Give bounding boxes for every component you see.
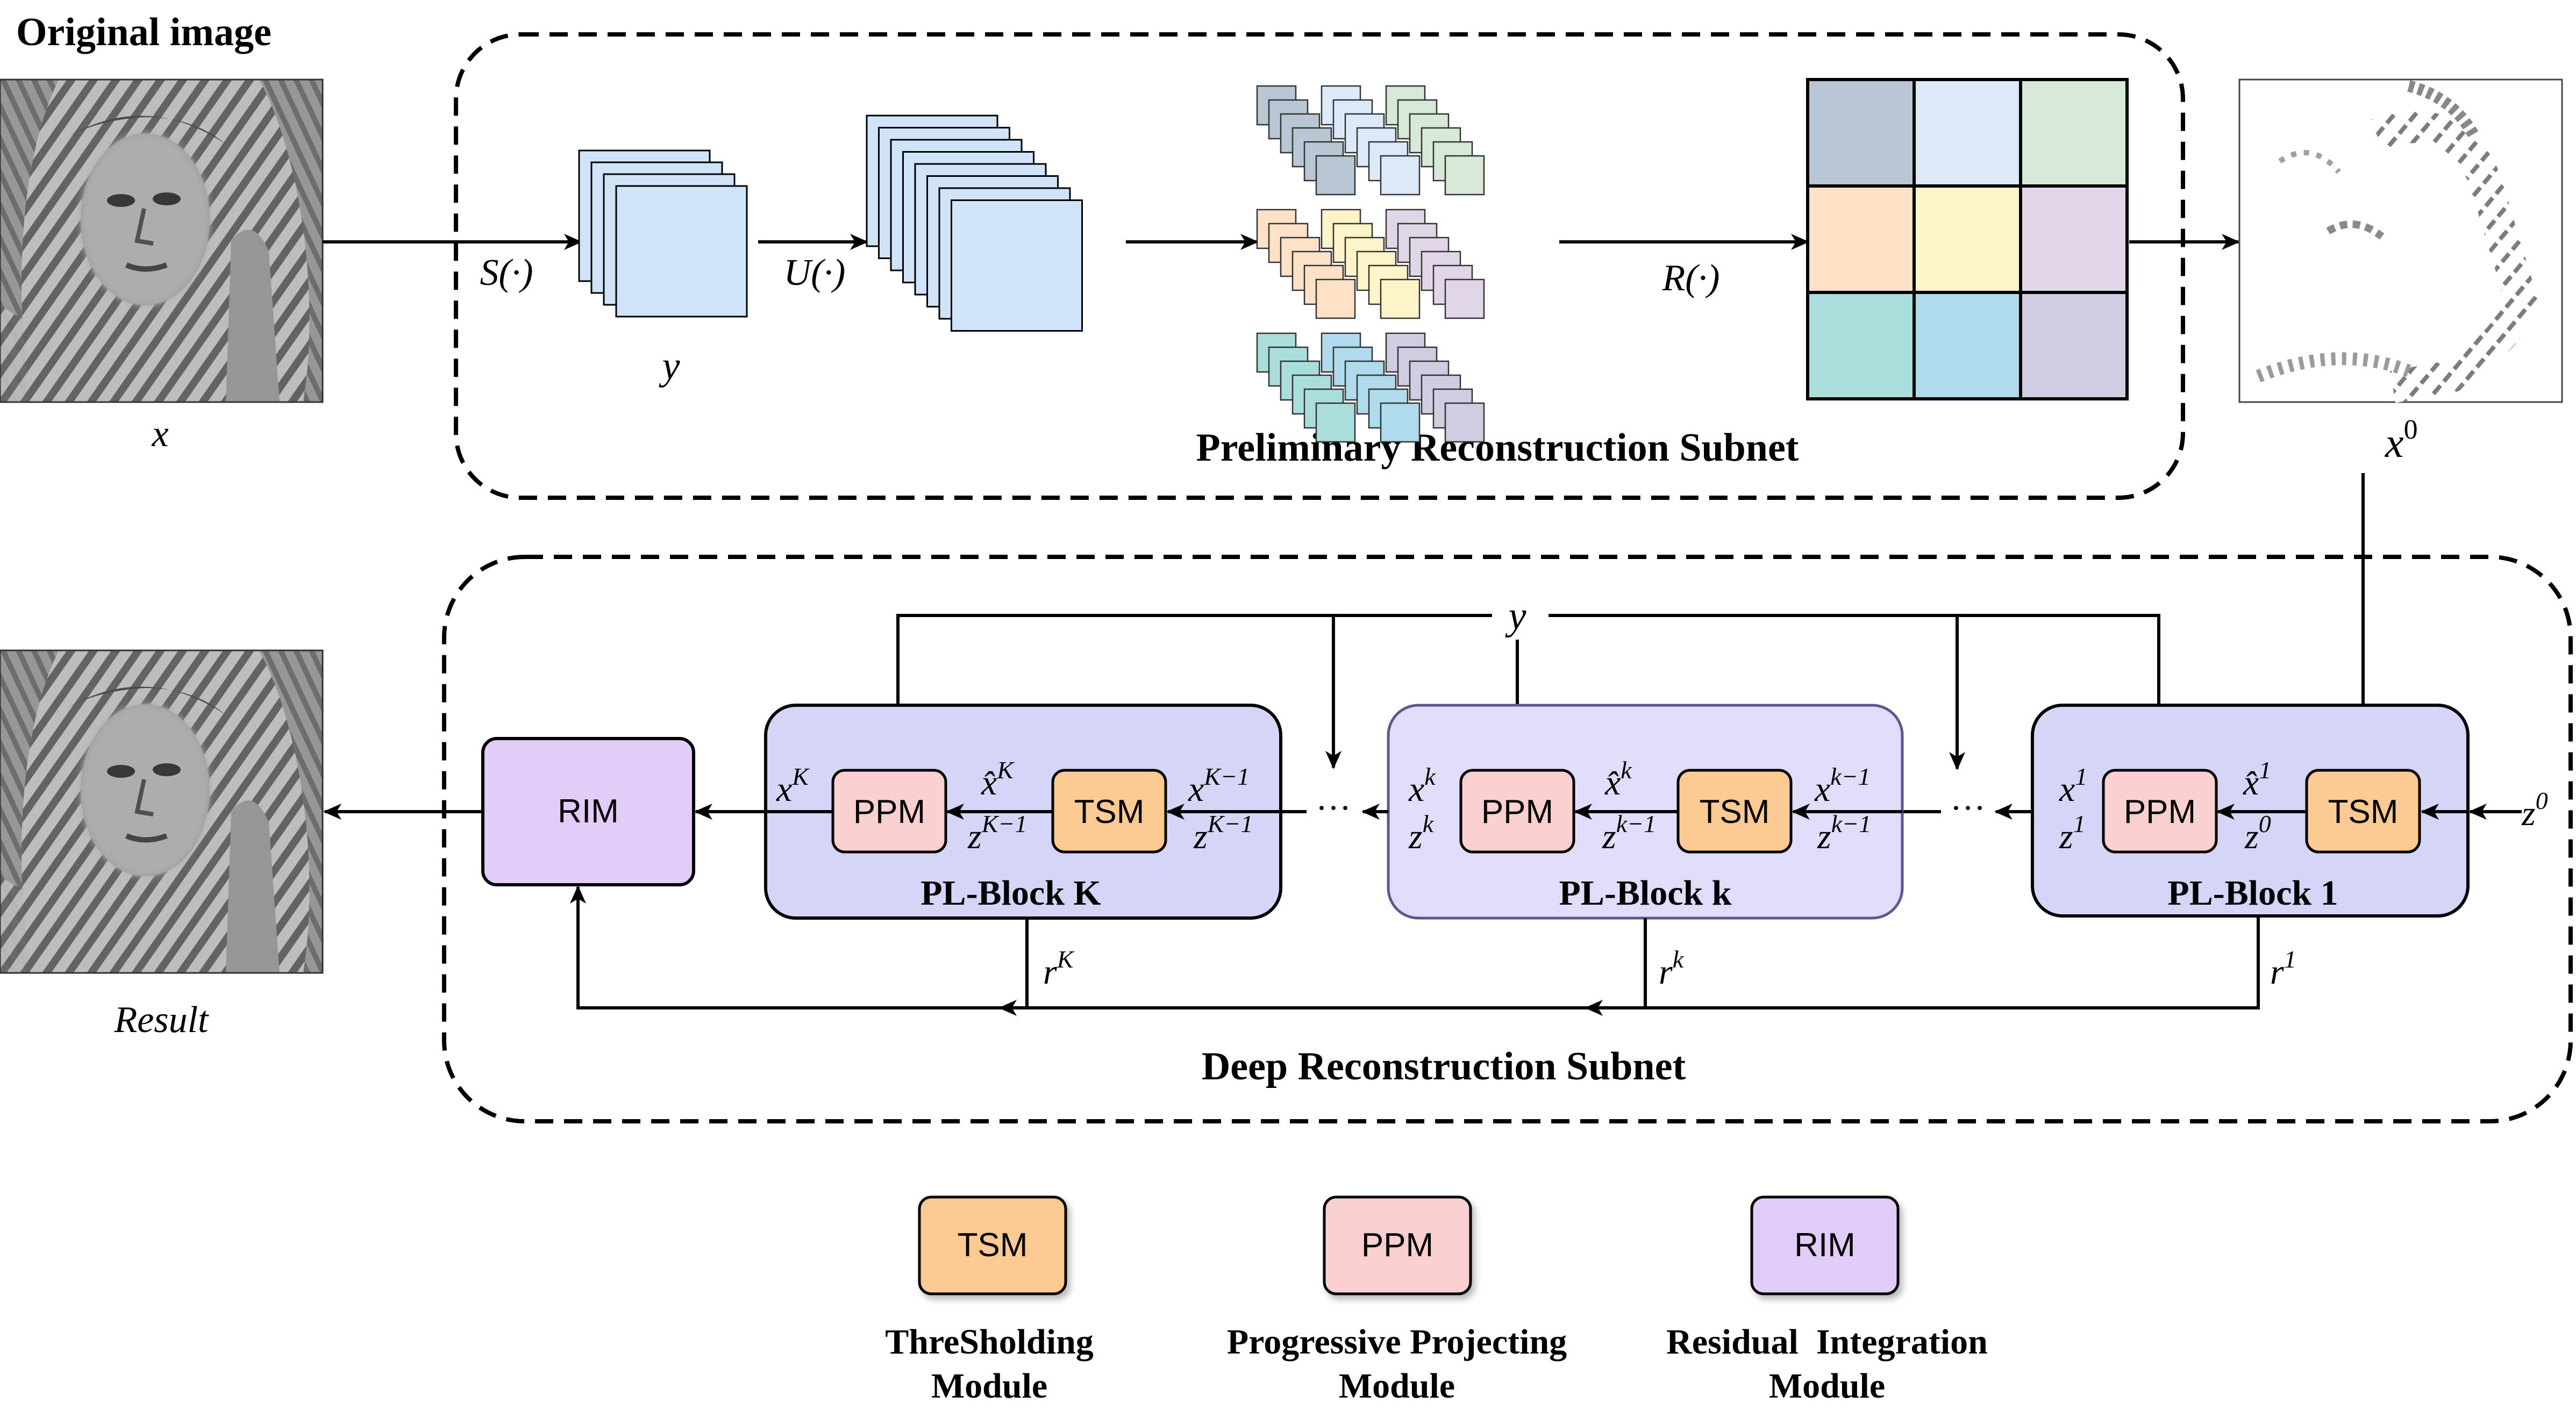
sampling-op-label: S(·) bbox=[480, 252, 533, 293]
legend: TSM ThreSholding Module PPM Progressive … bbox=[885, 1195, 1988, 1406]
grid-cell bbox=[1913, 184, 2022, 294]
ppm-label-K: PPM bbox=[853, 793, 925, 830]
svg-text:PPM: PPM bbox=[1361, 1227, 1433, 1264]
grid-cell bbox=[1913, 291, 2022, 400]
legend-item-tsm: TSM ThreSholding Module bbox=[885, 1195, 1094, 1406]
measurement-layer bbox=[615, 185, 748, 318]
original-image-label: x bbox=[151, 413, 168, 455]
preliminary-subnet-frame bbox=[454, 32, 2185, 500]
svg-text:Residual Integration: Residual Integration bbox=[1666, 1322, 1988, 1362]
measurement-y-label: y bbox=[659, 344, 680, 388]
ellipsis-left: ··· bbox=[1316, 789, 1351, 828]
svg-text:zk−1: zk−1 bbox=[1817, 810, 1871, 856]
upsampled-stack bbox=[866, 114, 1083, 332]
grid-cell bbox=[1806, 291, 1916, 400]
svg-text:RIM: RIM bbox=[1794, 1227, 1856, 1264]
ppm-label-1: PPM bbox=[2124, 793, 2196, 830]
svg-text:Module: Module bbox=[931, 1366, 1047, 1406]
patch-cube bbox=[1380, 402, 1421, 443]
patch-cube bbox=[1444, 402, 1485, 443]
patch-cube bbox=[1444, 155, 1485, 196]
ppm-label-k: PPM bbox=[1481, 793, 1553, 830]
svg-text:zK−1: zK−1 bbox=[967, 810, 1027, 856]
svg-text:xk: xk bbox=[1408, 763, 1436, 809]
grid-cell bbox=[2019, 291, 2129, 400]
grid-cell bbox=[2019, 184, 2129, 294]
tsm-label-K: TSM bbox=[1074, 793, 1145, 830]
residual-lines bbox=[570, 885, 2260, 1016]
svg-text:zk−1: zk−1 bbox=[1602, 810, 1656, 856]
original-photo bbox=[0, 78, 324, 403]
initial-reconstruction-image bbox=[2238, 78, 2563, 403]
rim-module: RIM bbox=[481, 737, 695, 886]
svg-text:ThreSholding: ThreSholding bbox=[885, 1322, 1094, 1362]
grid-cell bbox=[1806, 78, 1916, 188]
deep-subnet-title: Deep Reconstruction Subnet bbox=[1202, 1044, 1686, 1088]
upsample-op-label: U(·) bbox=[784, 252, 846, 293]
svg-text:zK−1: zK−1 bbox=[1193, 810, 1253, 856]
pl-block-k: PPM TSM PL-Block k xk zk x̂k zk−1 xk−1 z… bbox=[1387, 704, 1904, 920]
tsm-label-k: TSM bbox=[1700, 793, 1770, 830]
pl-block-K: PPM TSM PL-Block K xK x̂K zK−1 xK−1 zK−1 bbox=[764, 704, 1282, 920]
grid-cell bbox=[1913, 78, 2022, 188]
svg-text:Module: Module bbox=[1769, 1366, 1885, 1406]
initial-reconstruction-label: x0 bbox=[2385, 414, 2418, 466]
pl-block-K-title: PL-Block K bbox=[920, 873, 1101, 913]
pl-block-1: PPM TSM PL-Block 1 x1 z1 x̂1 z0 bbox=[2031, 704, 2470, 918]
residual-label-k: rk bbox=[1659, 946, 1685, 992]
z0-input-label: z0 bbox=[2521, 787, 2548, 833]
reshaped-grid bbox=[1806, 78, 2129, 400]
deep-y-label: y bbox=[1505, 594, 1526, 638]
tsm-label-1: TSM bbox=[2328, 793, 2399, 830]
preliminary-subnet-title: Preliminary Reconstruction Subnet bbox=[1196, 426, 1799, 470]
ellipsis-right: ··· bbox=[1950, 789, 1986, 828]
grid-cell bbox=[2019, 78, 2129, 188]
result-label: Result bbox=[114, 999, 210, 1041]
svg-text:z0: z0 bbox=[2244, 810, 2271, 856]
svg-text:z1: z1 bbox=[2059, 810, 2086, 856]
residual-label-K: rK bbox=[1043, 946, 1075, 992]
patch-cube bbox=[1315, 278, 1356, 319]
upsampled-layer bbox=[951, 199, 1083, 332]
svg-text:x̂1: x̂1 bbox=[2243, 756, 2271, 803]
patch-cube bbox=[1315, 155, 1356, 196]
grid-cell bbox=[1806, 184, 1916, 294]
svg-text:x̂k: x̂k bbox=[1604, 756, 1632, 803]
svg-text:xk−1: xk−1 bbox=[1814, 763, 1871, 809]
patch-cube bbox=[1380, 278, 1421, 319]
patch-cube bbox=[1315, 402, 1356, 443]
svg-text:Progressive Projecting: Progressive Projecting bbox=[1227, 1322, 1567, 1362]
patch-cube-cluster bbox=[1256, 85, 1485, 443]
original-image-title: Original image bbox=[16, 10, 272, 54]
residual-label-1: r1 bbox=[2270, 946, 2296, 992]
svg-text:x1: x1 bbox=[2059, 763, 2087, 809]
rim-label: RIM bbox=[558, 793, 619, 830]
svg-text:xK: xK bbox=[776, 763, 810, 809]
deep-subnet-frame bbox=[442, 555, 2573, 1123]
svg-text:TSM: TSM bbox=[958, 1227, 1028, 1264]
svg-text:Module: Module bbox=[1339, 1366, 1455, 1406]
pl-block-1-title: PL-Block 1 bbox=[2167, 873, 2338, 913]
reshape-op-label: R(·) bbox=[1662, 257, 1720, 299]
result-photo bbox=[0, 649, 324, 974]
legend-item-ppm: PPM Progressive Projecting Module bbox=[1227, 1195, 1567, 1406]
patch-cube bbox=[1380, 155, 1421, 196]
svg-text:xK−1: xK−1 bbox=[1188, 763, 1250, 809]
svg-text:x̂K: x̂K bbox=[981, 756, 1015, 803]
svg-text:zk: zk bbox=[1408, 810, 1435, 856]
patch-cube bbox=[1444, 278, 1485, 319]
measurement-stack bbox=[578, 149, 748, 318]
legend-item-rim: RIM Residual Integration Module bbox=[1666, 1195, 1988, 1406]
pl-block-k-title: PL-Block k bbox=[1559, 873, 1732, 913]
